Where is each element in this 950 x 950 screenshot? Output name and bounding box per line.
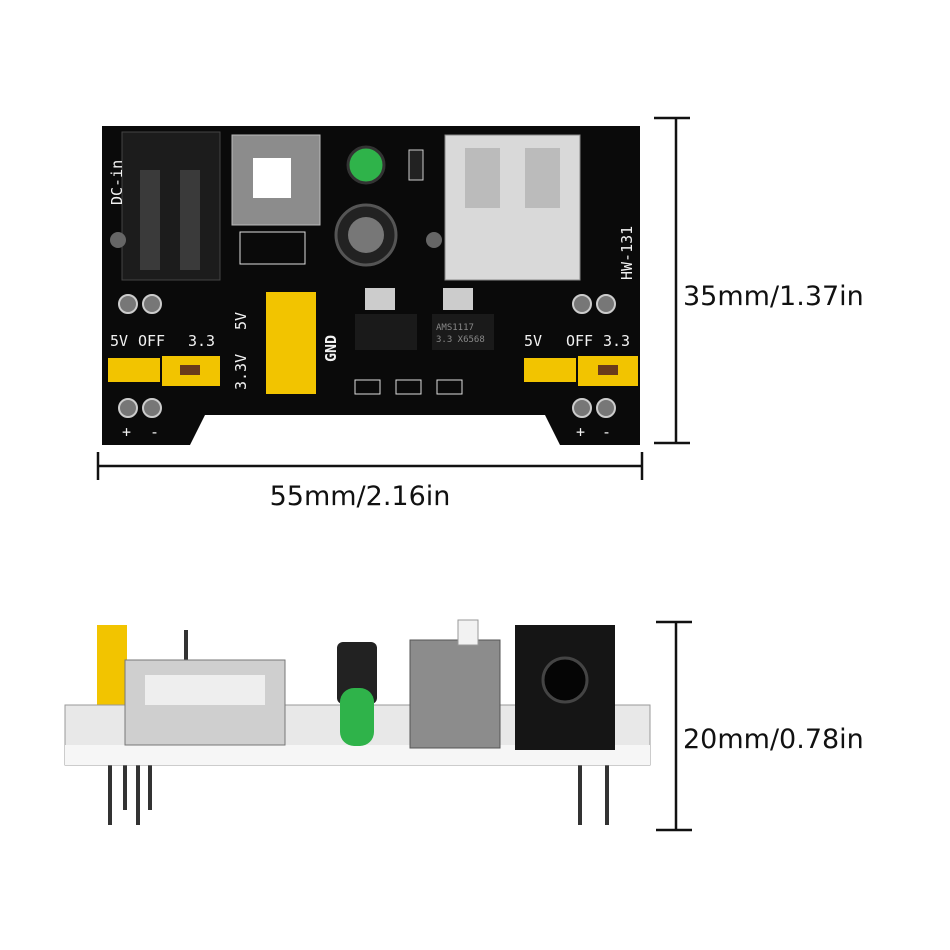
right-minus-label: - bbox=[602, 423, 611, 441]
side-led bbox=[340, 688, 374, 746]
dc-in-label: DC-in bbox=[108, 160, 126, 205]
top-view-board: DC-in HW-131 5V OFF 3.3 + - bbox=[102, 126, 640, 445]
usb-port bbox=[426, 134, 581, 281]
header-5v-label: 5V bbox=[232, 312, 250, 330]
right-plus-label: + bbox=[576, 423, 585, 441]
right-3v3-label: 3.3 bbox=[603, 332, 630, 350]
side-height-dimension-label: 20mm/0.78in bbox=[683, 724, 864, 755]
right-pin-header bbox=[524, 358, 576, 382]
header-3v3-label: 3.3V bbox=[232, 354, 250, 390]
width-dimension-line bbox=[96, 452, 644, 480]
left-pin-header bbox=[108, 358, 160, 382]
side-capacitor bbox=[337, 642, 377, 704]
voltage-regulators: AMS1117 3.3 X6568 bbox=[354, 288, 494, 395]
board-model-label: HW-131 bbox=[618, 226, 636, 280]
side-jumper bbox=[97, 625, 127, 705]
smd-resistor bbox=[408, 149, 424, 181]
right-off-label: OFF bbox=[566, 332, 593, 350]
left-3v3-label: 3.3 bbox=[188, 332, 215, 350]
header-gnd-label: GND bbox=[322, 335, 340, 362]
center-pin-header bbox=[266, 292, 316, 394]
left-plus-label: + bbox=[122, 423, 131, 441]
power-led bbox=[346, 145, 386, 185]
side-height-dimension-line bbox=[656, 620, 692, 832]
power-switch bbox=[231, 134, 321, 265]
side-switch bbox=[409, 639, 501, 749]
left-off-label: OFF bbox=[138, 332, 165, 350]
height-dimension-line bbox=[654, 116, 690, 445]
right-5v-label: 5V bbox=[524, 332, 542, 350]
regulator-text-1: AMS1117 bbox=[436, 323, 474, 333]
regulator-text-2: 3.3 X6568 bbox=[436, 335, 485, 345]
left-5v-label: 5V bbox=[110, 332, 128, 350]
dc-jack bbox=[110, 131, 221, 281]
height-dimension-label: 35mm/1.37in bbox=[683, 281, 864, 312]
width-dimension-label: 55mm/2.16in bbox=[270, 481, 451, 512]
left-minus-label: - bbox=[150, 423, 159, 441]
side-view-board bbox=[64, 619, 651, 825]
